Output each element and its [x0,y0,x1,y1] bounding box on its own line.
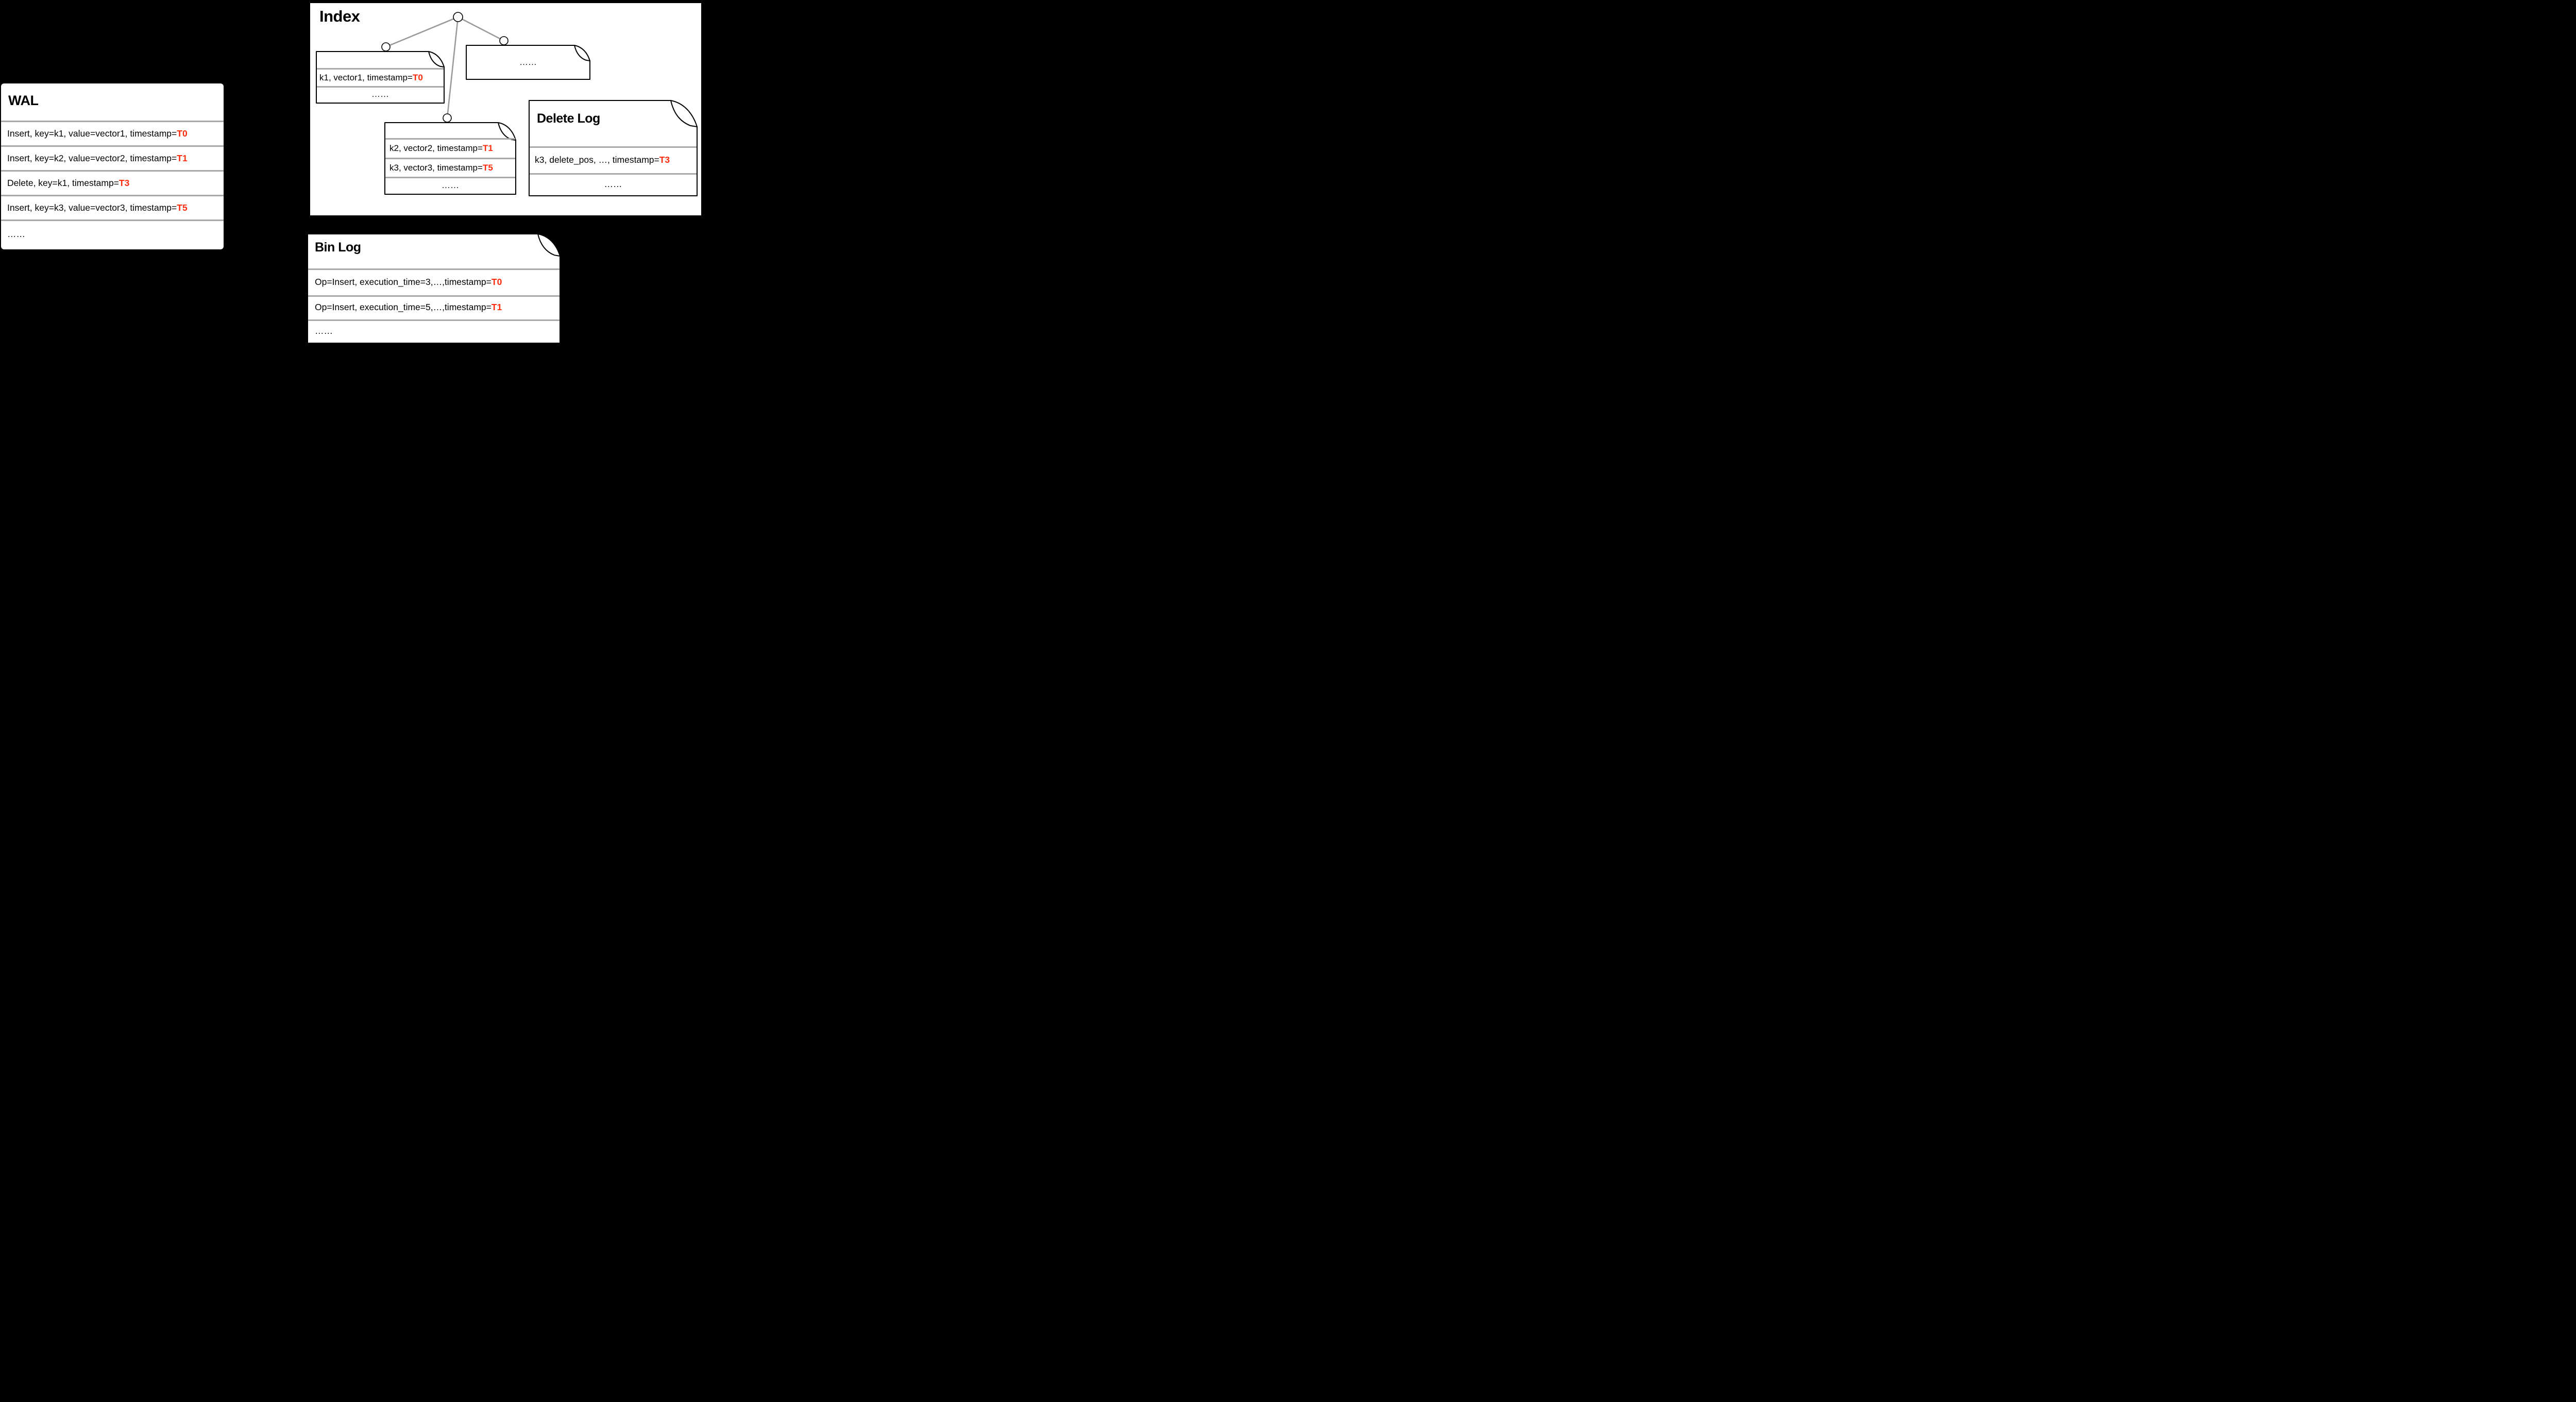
timestamp-value: T0 [412,72,423,82]
page-outline [466,45,590,80]
delete-log-row: k3, delete_pos, …, timestamp=T3 [529,147,698,172]
page-outline [307,233,561,344]
diagram-canvas: WAL Insert, key=k1, value=vector1, times… [0,0,704,350]
bin-log-title: Bin Log [315,240,361,255]
tree-edge [385,16,459,48]
page-fold [428,51,445,67]
page-shape [316,51,445,104]
bin-log-row: …… [307,319,561,343]
delete-log-row: …… [529,173,698,195]
row-separator [1,219,224,221]
tree-node [499,36,509,45]
segment-row: k1, vector1, timestamp=T0 [316,69,445,86]
index-segment-doc-more: …… [466,45,590,80]
index-panel: Index k1, vector1, timestamp=T0 [310,3,701,215]
row-separator [317,68,444,70]
wal-row: Delete, key=k1, timestamp=T3 [1,171,224,195]
timestamp-value: T0 [491,276,502,287]
row-separator [385,158,515,159]
timestamp-value: T1 [491,302,502,312]
segment-entry-text: …… [371,89,389,99]
row-separator [317,86,444,88]
row-separator [308,295,560,297]
segment-row: …… [466,45,590,80]
wal-box: WAL Insert, key=k1, value=vector1, times… [1,83,224,249]
segment-entry-text: …… [442,180,459,190]
row-separator [385,177,515,178]
row-separator [1,145,224,147]
log-entry-text: k3, delete_pos, …, timestamp= [535,154,659,165]
index-segment-doc-k2k3: k2, vector2, timestamp=T1 k3, vector3, t… [384,122,516,195]
page-shape [529,100,698,196]
index-segment-doc-k1: k1, vector1, timestamp=T0 …… [316,51,445,104]
tree-edge [457,16,504,42]
log-entry-text: …… [315,326,333,336]
segment-entry-text: k3, vector3, timestamp= [389,162,483,173]
page-shape [307,233,561,344]
row-separator [1,121,224,122]
timestamp-value: T1 [177,153,188,163]
timestamp-value: T5 [482,162,493,173]
timestamp-value: T5 [177,202,188,213]
index-title: Index [319,7,360,25]
segment-row: …… [384,177,516,194]
log-entry-text: Delete, key=k1, timestamp= [7,177,119,188]
delete-log-title: Delete Log [537,111,600,126]
page-outline [529,100,698,196]
row-separator [530,146,697,148]
segment-entry-text: k2, vector2, timestamp= [389,143,483,153]
segment-entry-text: k1, vector1, timestamp= [319,72,413,82]
page-fold [670,100,698,127]
wal-row: Insert, key=k1, value=vector1, timestamp… [1,122,224,145]
wal-row: …… [1,221,224,247]
row-separator [308,319,560,321]
segment-row: k2, vector2, timestamp=T1 [384,139,516,158]
row-separator [1,195,224,196]
delete-log-doc: Delete Log k3, delete_pos, …, timestamp=… [529,100,698,196]
page-shape [466,45,590,80]
log-entry-text: Insert, key=k2, value=vector2, timestamp… [7,153,177,163]
log-entry-text: …… [604,179,622,189]
wal-title: WAL [8,93,39,108]
log-entry-text: Insert, key=k3, value=vector3, timestamp… [7,202,177,213]
log-entry-text: …… [7,228,25,239]
tree-root-node [453,12,463,22]
row-separator [308,268,560,270]
log-entry-text: Op=Insert, execution_time=5,…,timestamp= [315,302,492,312]
bin-log-doc: Bin Log Op=Insert, execution_time=3,…,ti… [307,233,561,344]
tree-edge [446,16,459,119]
log-entry-text: Insert, key=k1, value=vector1, timestamp… [7,128,177,139]
segment-entry-text: …… [519,57,537,67]
tree-node [381,42,391,52]
wal-row: Insert, key=k2, value=vector2, timestamp… [1,146,224,170]
bin-log-row: Op=Insert, execution_time=5,…,timestamp=… [307,296,561,318]
bin-log-row: Op=Insert, execution_time=3,…,timestamp=… [307,269,561,294]
page-fold [574,45,590,61]
page-outline [316,51,445,104]
row-separator [1,170,224,172]
segment-row: …… [316,86,445,103]
timestamp-value: T1 [482,143,493,153]
segment-row: k3, vector3, timestamp=T5 [384,159,516,177]
timestamp-value: T3 [659,154,670,165]
page-fold [537,233,561,257]
wal-row: Insert, key=k3, value=vector3, timestamp… [1,196,224,219]
row-separator [385,138,515,140]
log-entry-text: Op=Insert, execution_time=3,…,timestamp= [315,276,492,287]
timestamp-value: T0 [177,128,188,139]
row-separator [530,173,697,175]
tree-node [443,113,452,123]
timestamp-value: T3 [118,177,130,188]
